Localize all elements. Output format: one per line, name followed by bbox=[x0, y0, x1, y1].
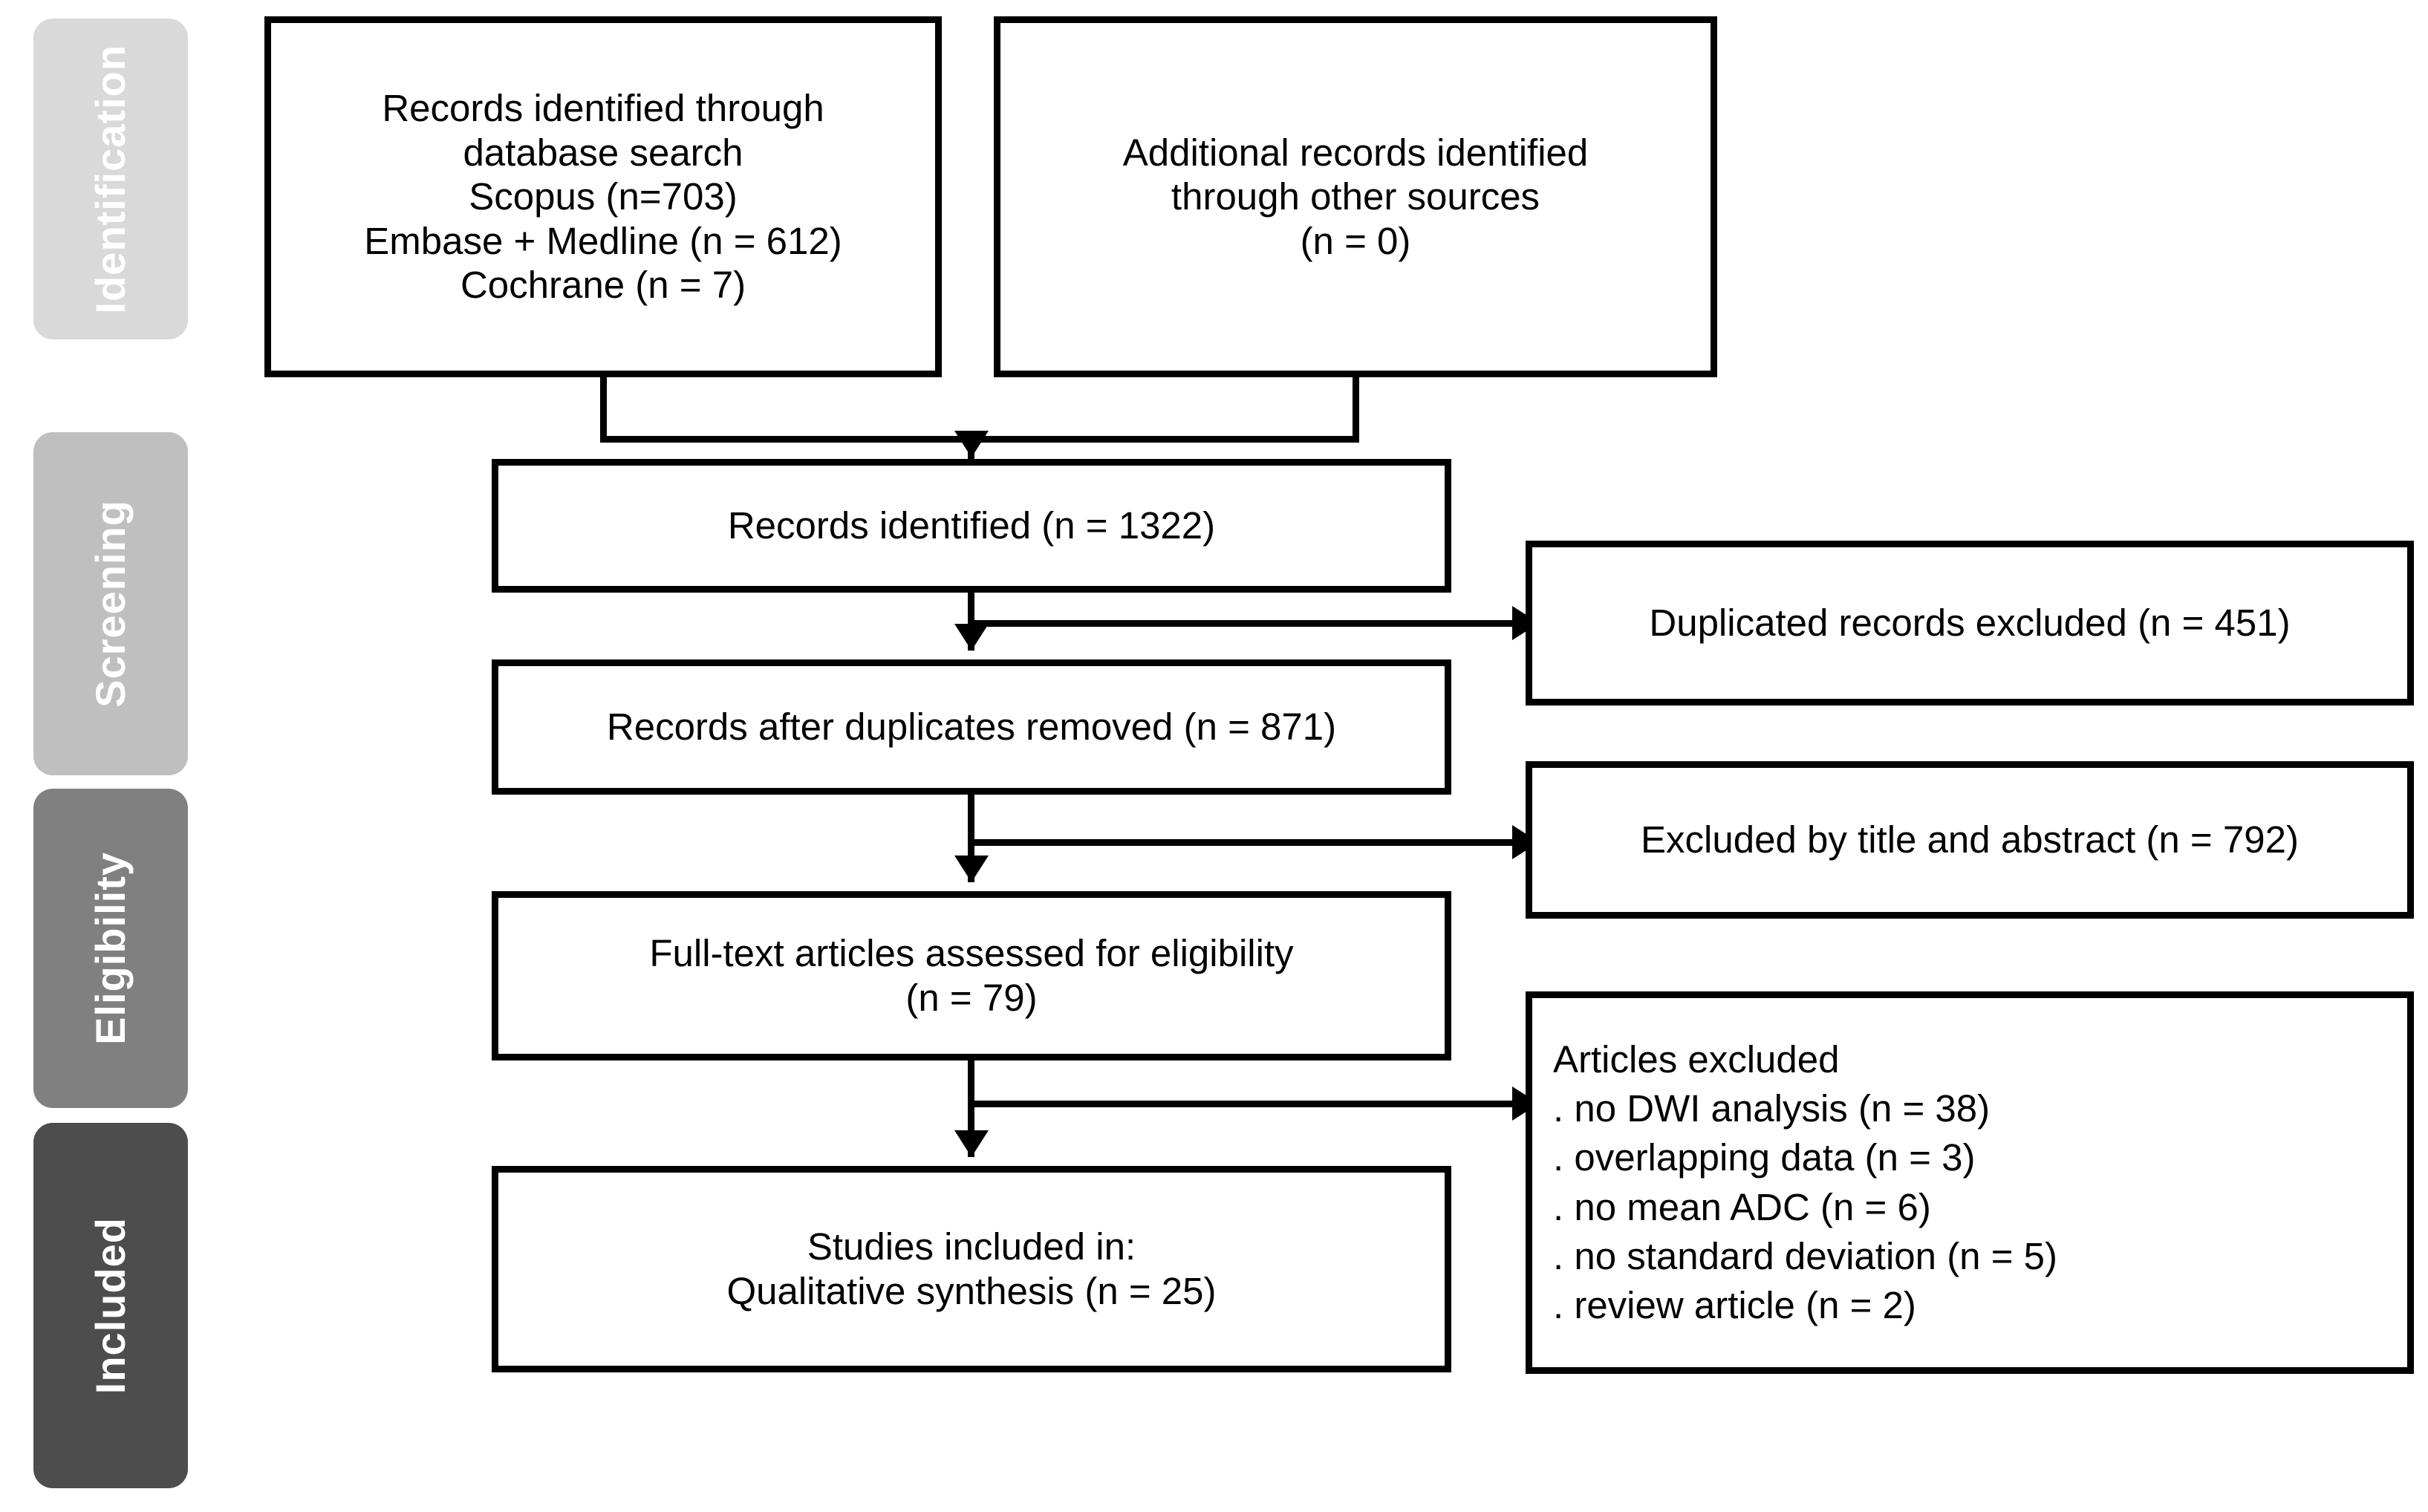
box-studies-included: Studies included in: Qualitative synthes… bbox=[492, 1166, 1451, 1372]
box-duplicated-records-excluded-text: Duplicated records excluded (n = 451) bbox=[1649, 602, 2291, 645]
stage-band-screening-label: Screening bbox=[87, 500, 134, 708]
stage-band-included: Included bbox=[33, 1123, 188, 1488]
connector-to-articles-excluded bbox=[968, 1101, 1517, 1107]
box-additional-records-other-sources: Additional records identified through ot… bbox=[994, 16, 1717, 377]
box-excluded-by-title-and-abstract: Excluded by title and abstract (n = 792) bbox=[1526, 761, 2414, 919]
connector-duplicates-removed-stem bbox=[968, 795, 974, 882]
box-records-after-duplicates-removed: Records after duplicates removed (n = 87… bbox=[492, 659, 1451, 795]
box-database-search: Records identified through database sear… bbox=[264, 16, 942, 377]
box-additional-records-other-sources-text: Additional records identified through ot… bbox=[1122, 131, 1589, 262]
arrow-to-records-identified bbox=[954, 431, 989, 457]
connector-other-sources-drop bbox=[1353, 377, 1359, 443]
box-excluded-by-title-and-abstract-text: Excluded by title and abstract (n = 792) bbox=[1641, 818, 2299, 861]
box-fulltext-articles-assessed: Full-text articles assessed for eligibil… bbox=[492, 891, 1451, 1060]
arrow-to-duplicates-removed bbox=[954, 624, 989, 651]
connector-database-search-drop bbox=[600, 377, 607, 443]
arrow-to-studies-included bbox=[954, 1130, 989, 1157]
box-records-identified-text: Records identified (n = 1322) bbox=[727, 504, 1216, 547]
box-fulltext-articles-assessed-text: Full-text articles assessed for eligibil… bbox=[649, 932, 1294, 1019]
box-records-after-duplicates-removed-text: Records after duplicates removed (n = 87… bbox=[606, 706, 1337, 749]
stage-band-included-label: Included bbox=[87, 1216, 134, 1395]
box-articles-excluded-text: Articles excluded . no DWI analysis (n =… bbox=[1553, 1037, 2058, 1327]
stage-band-eligibility: Eligibility bbox=[33, 789, 188, 1108]
stage-band-screening: Screening bbox=[33, 432, 188, 775]
connector-to-excluded-title-abstract bbox=[968, 839, 1517, 846]
connector-fulltext-stem bbox=[968, 1060, 974, 1157]
stage-band-identification: Identification bbox=[33, 19, 188, 339]
box-records-identified: Records identified (n = 1322) bbox=[492, 459, 1451, 593]
box-database-search-text: Records identified through database sear… bbox=[364, 86, 842, 307]
box-duplicated-records-excluded: Duplicated records excluded (n = 451) bbox=[1526, 541, 2414, 706]
arrow-to-fulltext-assessed bbox=[954, 856, 989, 882]
connector-to-duplicates-excluded bbox=[968, 620, 1517, 627]
box-studies-included-text: Studies included in: Qualitative synthes… bbox=[726, 1225, 1217, 1312]
stage-band-eligibility-label: Eligibility bbox=[87, 852, 134, 1045]
stage-band-identification-label: Identification bbox=[87, 44, 134, 314]
box-articles-excluded: Articles excluded . no DWI analysis (n =… bbox=[1526, 991, 2414, 1374]
